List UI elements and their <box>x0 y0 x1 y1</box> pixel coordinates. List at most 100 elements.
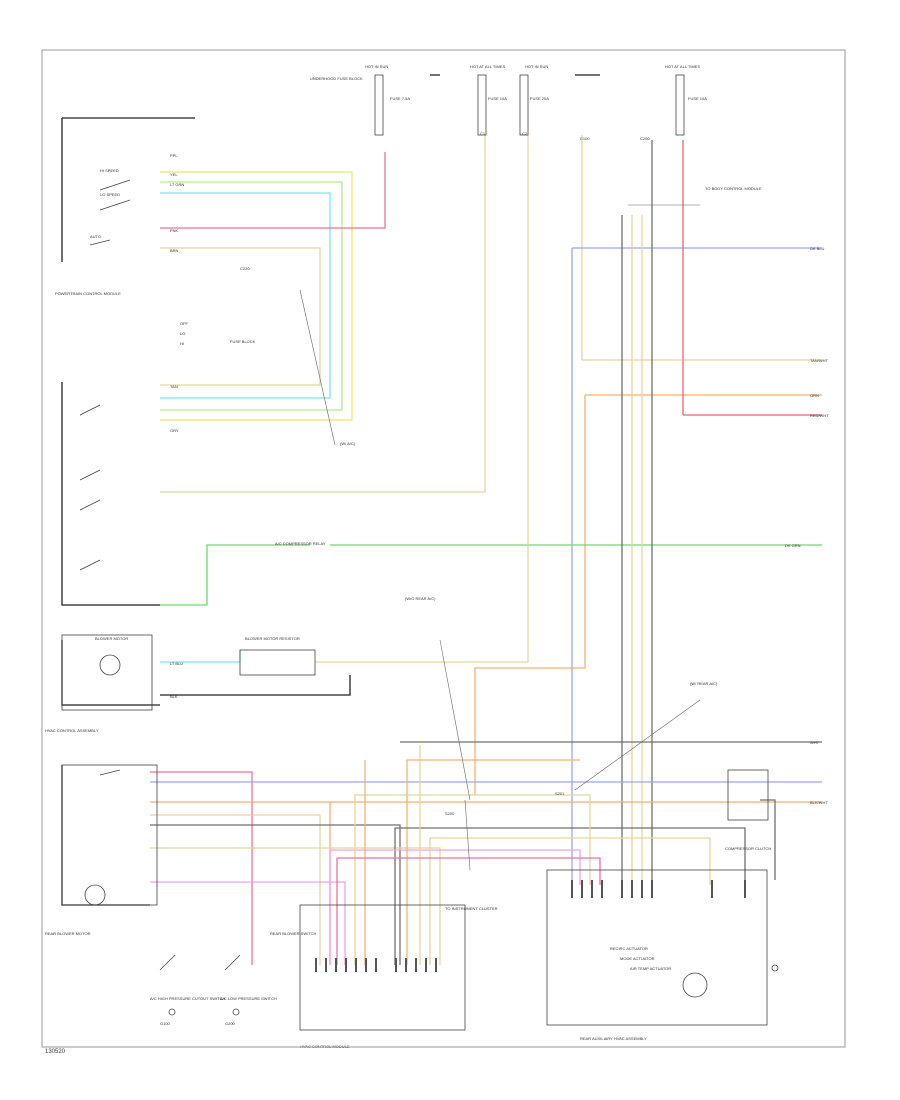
switch-contact-4 <box>79 469 101 481</box>
wire-green-14 <box>160 544 310 606</box>
label-s42: WHT <box>810 740 820 745</box>
wire-black-43 <box>61 382 160 606</box>
label-s30: LT GRN <box>170 182 184 187</box>
ground-rear-symbol <box>771 964 779 972</box>
wire-cyan-2 <box>160 192 331 399</box>
label-s54: TO BODY CONTROL MODULE <box>705 186 762 191</box>
fuse-box-1 <box>374 74 384 136</box>
component-layer <box>61 74 779 1031</box>
label-s35: DK BLU <box>810 246 825 251</box>
wire-magenta-33 <box>329 849 581 965</box>
label-s40: LT BLU <box>170 661 183 666</box>
label-s28: PNK <box>170 228 179 233</box>
switch-contact-0 <box>99 179 131 191</box>
diagram-frame <box>41 49 846 1048</box>
rear-auxiliary-hvac-box <box>546 869 768 1026</box>
label-s26: C220 <box>240 266 250 271</box>
hvac-control-assembly-box <box>61 634 153 711</box>
callout-leader-1 <box>439 639 471 801</box>
wire-pink-3 <box>160 152 386 229</box>
wire-magenta-30 <box>150 881 346 965</box>
label-s61: C2 <box>522 131 528 136</box>
wire-tan-5 <box>160 135 486 493</box>
wire-tan-35 <box>354 794 591 965</box>
wire-pink-23 <box>150 771 253 965</box>
label-s27: S200 <box>445 811 455 816</box>
label-s14: BLOWER MOTOR <box>95 636 128 641</box>
label-s36: DK GRN <box>785 543 801 548</box>
label-s45: C100 <box>580 136 590 141</box>
compressor-clutch-box <box>727 769 769 821</box>
front-blower-box <box>61 764 158 906</box>
switch-contact-6 <box>79 559 101 571</box>
wire-gray-39 <box>760 799 776 880</box>
label-s17: A/C LOW PRESSURE SWITCH <box>220 996 277 1001</box>
rear-blower-motor-symbol <box>84 884 106 906</box>
ground-g100-symbol <box>168 1008 176 1016</box>
wire-orange-31 <box>406 759 580 965</box>
label-s25: G200 <box>225 1021 236 1026</box>
switch-contact-3 <box>79 404 101 416</box>
callout-leader-2 <box>574 699 701 791</box>
label-s59: FUSE BLOCK <box>230 339 256 344</box>
label-s22: REAR AUXILIARY HVAC ASSEMBLY <box>580 1036 647 1041</box>
label-s46: C200 <box>640 136 650 141</box>
label-s53: POWERTRAIN CONTROL MODULE <box>55 291 121 296</box>
wire-layer <box>61 74 822 965</box>
label-s55: TO INSTRUMENT CLUSTER <box>445 906 498 911</box>
label-s57: LO <box>180 331 185 336</box>
label-s20: AIR TEMP ACTUATOR <box>630 966 671 971</box>
label-s41: TAN/WHT <box>810 358 828 363</box>
wire-tan-34 <box>429 837 711 965</box>
label-s9: FUSE 10A <box>688 96 707 101</box>
label-s52: REAR BLOWER SWITCH <box>270 931 317 936</box>
wire-tan-17 <box>315 135 529 663</box>
label-s49: (W/ REAR A/C) <box>690 681 718 686</box>
label-s23: COMPRESSOR CLUTCH <box>725 846 771 851</box>
label-s6: FUSE 7.5A <box>390 96 410 101</box>
label-s16: A/C HIGH PRESSURE CUTOUT SWITCH <box>150 996 226 1001</box>
wire-gray-32 <box>394 827 746 965</box>
switch-contact-2 <box>89 239 111 246</box>
label-s1: HOT IN RUN <box>365 64 388 69</box>
wire-tan-29 <box>150 847 441 965</box>
label-s7: FUSE 10A <box>488 96 507 101</box>
blower-resistor-box <box>239 649 316 676</box>
switch-contact-1 <box>99 199 131 211</box>
rear-aux-motor-symbol <box>682 972 708 998</box>
label-s38: PPL <box>170 153 178 158</box>
callout-leader-0 <box>299 289 336 446</box>
label-s12: AUTO <box>90 234 101 239</box>
label-s15: BLOWER MOTOR RESISTOR <box>245 636 300 641</box>
label-s18: RECIRC ACTUATOR <box>610 946 648 951</box>
hvac-control-module-box <box>299 904 466 1031</box>
fuse-box-3 <box>519 74 529 136</box>
switch-contact-7 <box>99 769 121 776</box>
switch-contact-5 <box>79 499 101 511</box>
wire-pink-38 <box>336 857 601 965</box>
label-s32: GRY <box>170 428 179 433</box>
wire-tan-4 <box>160 247 321 386</box>
fuse-box-4 <box>675 74 685 136</box>
label-s48: (W/O REAR A/C) <box>405 596 436 601</box>
label-s60: C1 <box>480 131 486 136</box>
label-s37: BLK <box>170 694 178 699</box>
blower-motor-symbol <box>99 654 121 676</box>
label-s11: LO SPEED <box>100 192 120 197</box>
label-s31: BRN <box>170 248 179 253</box>
label-s39: RED/WHT <box>810 413 829 418</box>
label-s33: TAN <box>170 384 178 389</box>
wire-black-45 <box>61 765 150 906</box>
fuse-box-2 <box>477 74 487 136</box>
label-s34: ORN <box>810 393 819 398</box>
callout-leader-4 <box>464 799 471 871</box>
label-s44: S201 <box>555 791 565 796</box>
label-s47: (W/ A/C) <box>340 441 356 446</box>
label-s51: REAR BLOWER MOTOR <box>45 931 91 936</box>
label-s4: HOT AT ALL TIMES <box>665 64 700 69</box>
label-s50: A/C COMPRESSOR RELAY <box>275 541 326 546</box>
wire-orange-11 <box>474 395 586 795</box>
label-s10: HI SPEED <box>100 168 119 173</box>
